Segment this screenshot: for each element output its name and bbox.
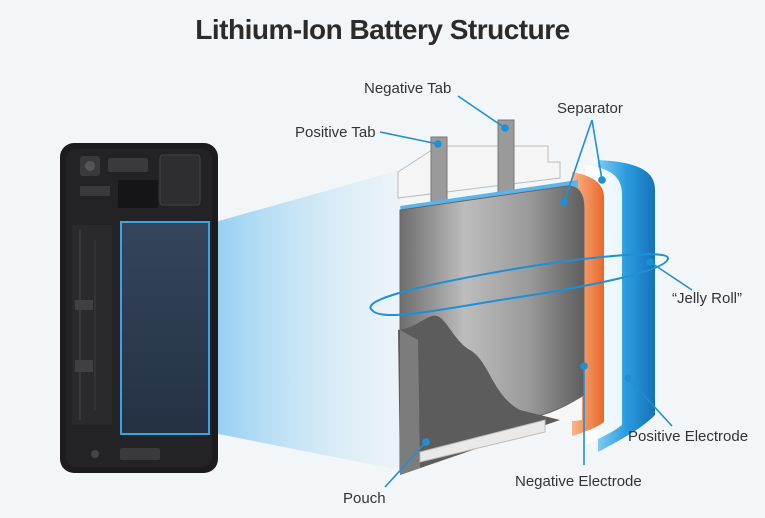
pouch-dot (422, 438, 430, 446)
label-jelly-roll: “Jelly Roll” (672, 290, 743, 307)
label-positive-electrode: Positive Electrode (628, 428, 749, 445)
separator-dot-2 (598, 176, 606, 184)
negative-tab-dot (501, 124, 509, 132)
positive-tab-dot (434, 140, 442, 148)
label-positive-tab: Positive Tab (295, 124, 376, 141)
negative-electrode-dot (580, 362, 588, 370)
pouch-cutaway (398, 315, 560, 475)
label-negative-tab: Negative Tab (364, 80, 452, 97)
jelly-roll-outline (369, 253, 670, 316)
pouch-bottom-seal (419, 419, 546, 463)
separator-dot-1 (560, 198, 568, 206)
jelly-roll-dot (646, 258, 654, 266)
diagram-title: Lithium-Ion Battery Structure (195, 14, 570, 45)
label-pouch: Pouch (343, 490, 386, 507)
leader-lines (379, 95, 693, 488)
label-negative-electrode: Negative Electrode (515, 473, 642, 490)
positive-electrode-dot (624, 374, 632, 382)
label-separator: Separator (557, 100, 623, 117)
phone-battery-cell (120, 221, 210, 435)
projection-beam (208, 170, 400, 470)
